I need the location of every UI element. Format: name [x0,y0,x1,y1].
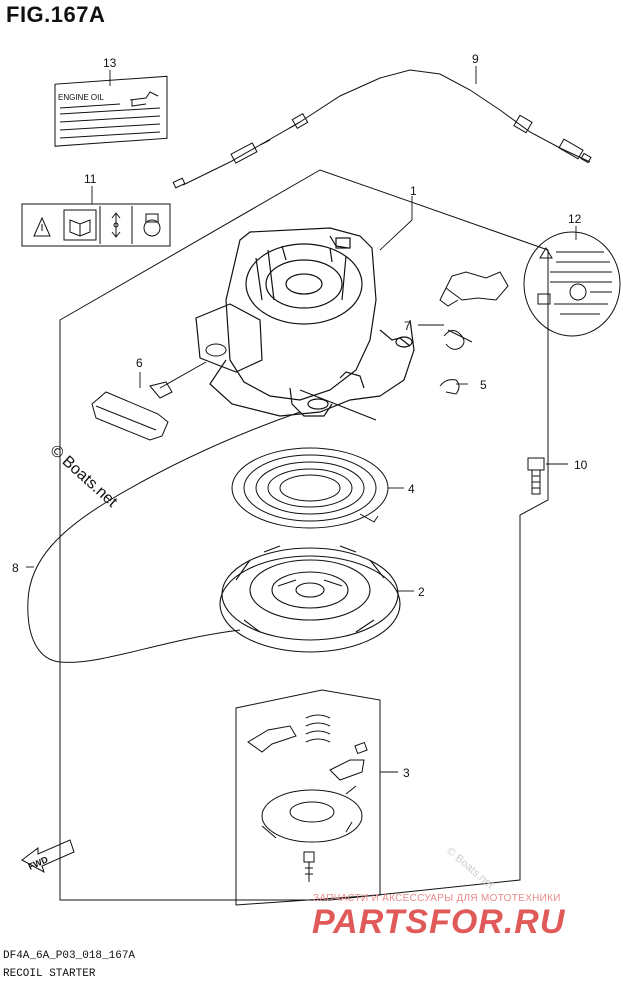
faint-copyright: © Boats.net [444,845,496,891]
spring-4 [231,447,389,529]
rope-8 [27,411,301,663]
callout-6: 6 [136,356,143,370]
callout-2: 2 [418,585,425,599]
label-13 [54,75,168,147]
callout-4: 4 [408,482,415,496]
watermark-logo: PARTSFOR.RU [312,903,566,941]
cable-9 [172,69,592,189]
callout-8: 8 [12,561,19,575]
fwd-arrow [21,839,75,874]
pawl-3 [247,714,368,882]
label-11 [21,203,171,247]
callout-1: 1 [410,184,417,198]
reel-2 [219,545,401,653]
leader-lines [26,66,577,773]
callout-10: 10 [574,458,588,472]
callout-9: 9 [472,52,479,66]
figure-title: FIG.167A [6,2,106,27]
handle-6 [91,343,227,441]
figure-code: DF4A_6A_P03_018_167A [3,950,136,962]
clip-5 [439,379,460,395]
group-3-boundary [235,689,381,906]
assembly-boundary [59,169,549,901]
label-13-text: ENGINE OIL [58,93,104,102]
figure-name: RECOIL STARTER [3,968,96,980]
watermark-tagline: ЗАПЧАСТИ И АКСЕССУАРЫ ДЛЯ МОТОТЕХНИКИ [313,893,561,904]
callout-3: 3 [403,766,410,780]
callout-13: 13 [103,56,117,70]
callout-5: 5 [480,378,487,392]
callout-labels: 1 2 3 4 5 6 7 8 9 10 11 12 13 [12,52,588,780]
callout-12: 12 [568,212,582,226]
callout-11: 11 [84,172,97,186]
bolt-10 [527,457,545,495]
lever-7 [439,271,509,350]
housing-1 [195,227,415,421]
label-12 [523,231,621,337]
callout-7: 7 [404,319,411,333]
